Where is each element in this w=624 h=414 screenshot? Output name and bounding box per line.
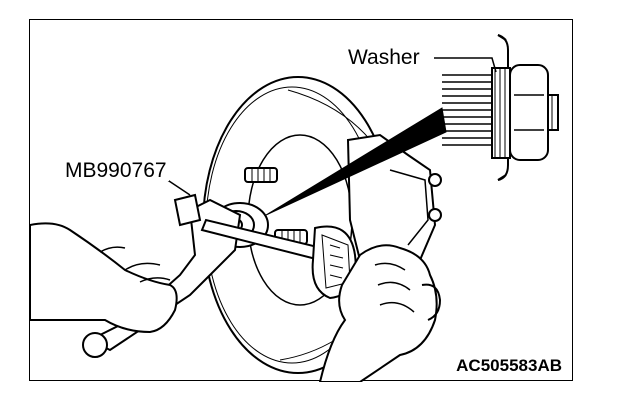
tool-label: MB990767 (63, 159, 169, 182)
figure-frame: Washer MB990767 AC505583AB (29, 19, 573, 382)
hub-nut-illustration (30, 34, 559, 382)
detail-pointer (265, 107, 447, 216)
washer-label: Washer (346, 46, 422, 69)
brake-caliper (346, 133, 442, 277)
torque-wrench (200, 218, 357, 300)
figure-code: AC505583AB (454, 356, 564, 375)
left-hand (30, 222, 178, 334)
right-hand (318, 244, 442, 382)
leader-lines (159, 57, 497, 196)
enlarged-nut-detail (442, 34, 559, 181)
